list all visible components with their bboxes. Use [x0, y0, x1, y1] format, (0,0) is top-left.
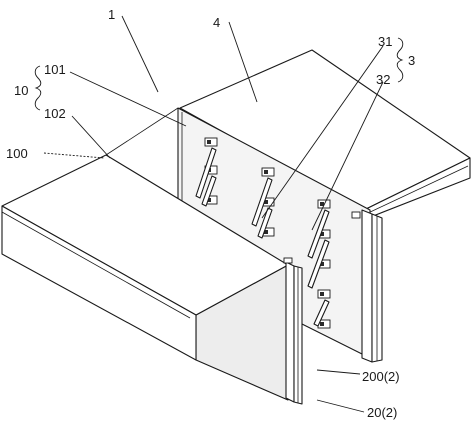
front-box-1	[1, 154, 289, 401]
label-3: 3	[408, 53, 415, 68]
link-bars	[195, 147, 330, 327]
label-32: 32	[376, 72, 390, 87]
label-100: 100	[6, 146, 28, 161]
connector-strips	[361, 209, 383, 363]
label-102: 102	[44, 106, 66, 121]
brace-10	[34, 65, 42, 111]
clip	[261, 167, 275, 177]
label-4: 4	[213, 15, 220, 30]
label-31: 31	[378, 34, 392, 49]
clip	[204, 137, 218, 147]
label-101: 101	[44, 62, 66, 77]
label-200-2: 200(2)	[362, 369, 400, 384]
clip	[317, 289, 331, 299]
front-seam-strips	[283, 257, 303, 405]
brace-3	[396, 37, 404, 83]
label-10: 10	[14, 83, 28, 98]
leader-lines	[43, 15, 384, 413]
label-1: 1	[108, 7, 115, 22]
label-20-2: 20(2)	[367, 405, 397, 420]
